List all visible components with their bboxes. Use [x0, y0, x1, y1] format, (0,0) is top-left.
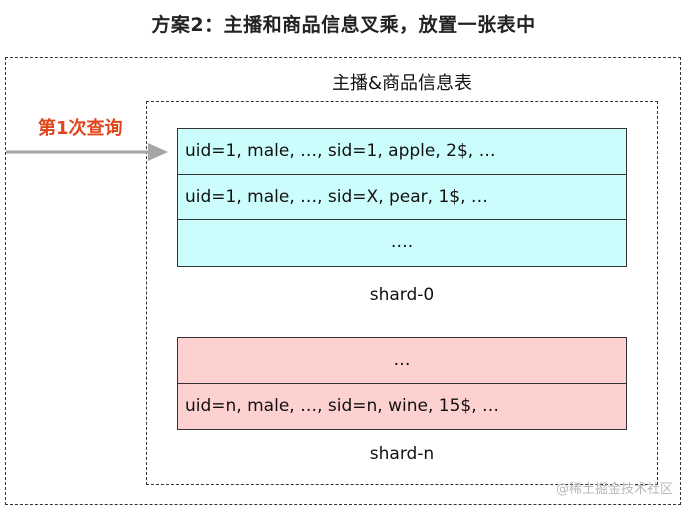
- table-title: 主播&商品信息表: [331, 73, 473, 94]
- shard-n-box: … uid=n, male, …, sid=n, wine, 15$, …: [177, 337, 627, 430]
- page-title: 方案2：主播和商品信息叉乘，放置一张表中: [151, 14, 536, 36]
- table-row-ellipsis: ….: [390, 232, 414, 252]
- shard-0-label: shard-0: [369, 285, 435, 305]
- table-row-ellipsis: …: [178, 338, 626, 384]
- query-arrow-icon: [6, 143, 168, 161]
- shard-n-label: shard-n: [369, 444, 435, 464]
- table-row: uid=1, male, …, sid=1, apple, 2$, …: [178, 129, 626, 175]
- query-label: 第1次查询: [38, 118, 123, 139]
- watermark: @稀土掘金技术社区: [555, 482, 673, 497]
- table-container: [146, 101, 658, 485]
- table-row: uid=n, male, …, sid=n, wine, 15$, …: [185, 395, 500, 416]
- shard-0-box: uid=1, male, …, sid=1, apple, 2$, … uid=…: [177, 128, 627, 267]
- outer-container: [5, 57, 681, 505]
- table-row: uid=1, male, …, sid=X, pear, 1$, …: [178, 175, 626, 220]
